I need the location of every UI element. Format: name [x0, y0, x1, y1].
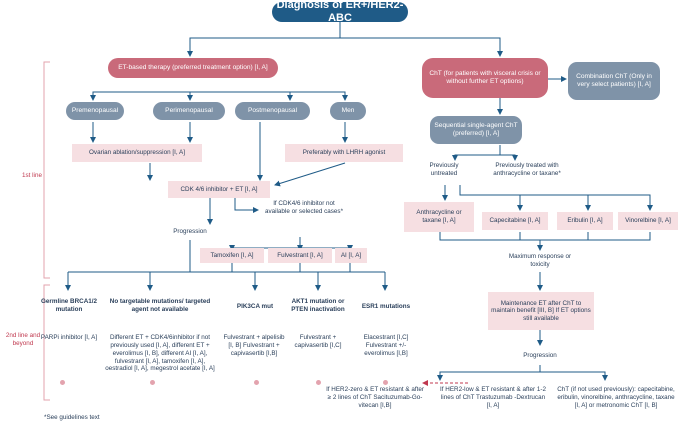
ai: AI [I, A] — [335, 248, 367, 263]
previously-untreated: Previously untreated — [429, 162, 459, 177]
bullet-dot — [316, 380, 321, 385]
progression-left: Progression — [173, 228, 207, 235]
progression-right: Progression — [523, 352, 557, 359]
if-cdk-not-available: If CDK4/6 inhibitor not available or sel… — [264, 200, 344, 215]
premenopausal: Premenopausal — [66, 102, 124, 120]
pik3ca-title: PIK3CA mut — [236, 303, 274, 310]
vinorelbine: Vinorelbine [I, A] — [618, 212, 678, 230]
second-line-label: 2nd line and beyond — [5, 332, 41, 348]
pik3ca-text: Fulvestrant + alpelisib [I, B] Fulvestra… — [223, 334, 285, 357]
her2-low: If HER2-low & ET resistant & after 1-2 l… — [440, 386, 546, 409]
bullet-dot — [383, 380, 388, 385]
et-based-therapy: ET-based therapy (preferred treatment op… — [108, 58, 278, 78]
tamoxifen: Tamoxifen [I, A] — [200, 248, 264, 263]
sequential-cht: Sequential single-agent ChT (preferred) … — [430, 116, 522, 144]
germline-brca-title: Germline BRCA1/2 mutation — [41, 298, 97, 313]
maintenance-et: Maintenance ET after ChT to maintain ben… — [488, 292, 594, 330]
postmenopausal: Postmenopausal — [235, 102, 310, 120]
bullet-dot — [150, 380, 155, 385]
akt1-title: AKT1 mutation or PTEN inactivation — [291, 298, 345, 313]
max-response: Maximum response or toxicity — [508, 253, 572, 268]
capecitabine: Capecitabine [I, A] — [482, 212, 548, 230]
fulvestrant: Fulvestrant [I, A] — [268, 248, 332, 263]
combination-cht: Combination ChT (Only in very select pat… — [568, 62, 660, 100]
root-title: Diagnosis of ER+/HER2- ABC — [272, 0, 408, 24]
akt1-text: Fulvestrant + capivasertib [I,C] — [294, 334, 342, 349]
first-line-label: 1st line — [22, 172, 42, 179]
previously-treated: Previously treated with anthracycline or… — [493, 162, 561, 177]
cht-final: ChT (if not used previously): capecitabi… — [557, 386, 675, 409]
no-targetable-title: No targetable mutations/ targeted agent … — [109, 298, 211, 313]
no-targetable-text: Different ET + CDK4/6inhibitor if not pr… — [105, 334, 215, 373]
men: Men — [330, 102, 366, 120]
esr1-title: ESR1 mutations — [361, 303, 411, 310]
ovarian-ablation: Ovarian ablation/suppression [I, A] — [72, 144, 202, 162]
eribulin: Eribulin [I, A] — [557, 212, 613, 230]
bullet-dot — [60, 380, 65, 385]
anthracycline-taxane: Anthracycline or taxane [I, A] — [404, 202, 474, 232]
germline-brca-text: PARPi inhibitor [I, A] — [40, 334, 98, 341]
esr1-text: Elacestrant [I,C] Fulvestrant +/- everol… — [363, 334, 409, 357]
cdk-inhibitor-et: CDK 4/6 inhibitor + ET [I, A] — [168, 181, 270, 198]
cht-header: ChT (for patients with visceral crisis o… — [422, 58, 548, 98]
footnote: *See guidelines text — [44, 414, 100, 421]
her2-zero: If HER2-zero & ET resistant & after ≥ 2 … — [326, 386, 424, 409]
bullet-dot — [254, 380, 259, 385]
lhrh-agonist: Preferably with LHRH agonist — [285, 144, 403, 162]
perimenopausal: Perimenopausal — [153, 102, 225, 120]
